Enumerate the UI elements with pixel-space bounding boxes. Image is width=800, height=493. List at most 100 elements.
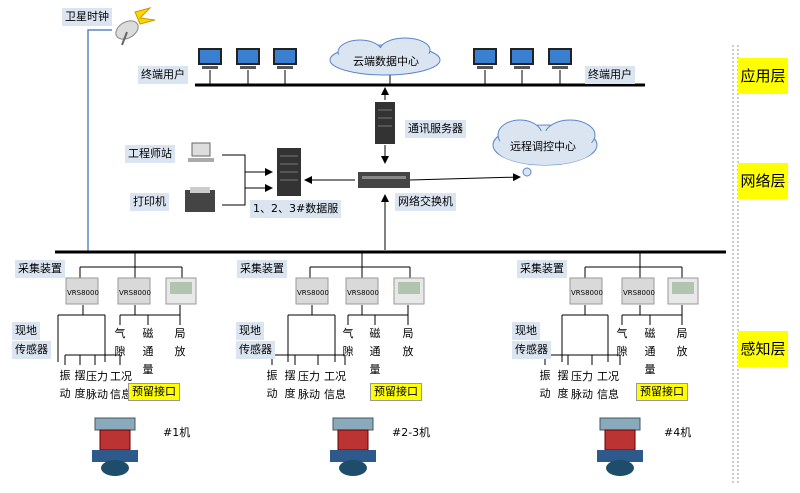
remote-center-label: 远程调控中心 <box>510 140 576 153</box>
reserved-port-label: 预留接口 <box>128 383 180 401</box>
sensor-air-gap: 气 <box>114 327 126 340</box>
application-layer-label: 应用层 <box>738 58 788 94</box>
sensor-magnetic: 磁 <box>369 327 381 340</box>
sensor-pressure: 脉动 <box>571 388 593 401</box>
pc-icon <box>236 48 260 69</box>
collector-label: 采集装置 <box>237 260 287 278</box>
sensor-swing: 摆 <box>557 369 569 382</box>
sensor-partial-discharge: 放 <box>676 345 688 358</box>
perception-layer-label: 感知层 <box>738 331 788 367</box>
sensor-magnetic: 量 <box>644 363 656 376</box>
workstation-icon <box>188 142 214 162</box>
device-b-label: VRS8000 <box>623 289 655 297</box>
cloud-icon <box>329 37 441 76</box>
collector-device-icon <box>295 277 425 305</box>
server-icon <box>375 102 395 144</box>
pc-icon <box>273 48 297 69</box>
sensor-vibration: 动 <box>266 387 278 400</box>
satellite-clock-label: 卫星时钟 <box>62 8 112 26</box>
sensor-magnetic: 量 <box>369 363 381 376</box>
sensor-swing: 度 <box>284 387 296 400</box>
sensor-vibration: 振 <box>539 369 551 382</box>
network-switch-label: 网络交换机 <box>395 193 456 211</box>
sensor-swing: 度 <box>557 387 569 400</box>
device-b-label: VRS8000 <box>119 289 151 297</box>
sensor-air-gap: 隙 <box>114 345 126 358</box>
collector-device-icon <box>569 277 699 305</box>
arrow <box>409 173 521 182</box>
sensor-air-gap: 隙 <box>342 345 354 358</box>
end-user-label-left: 终端用户 <box>138 66 188 84</box>
generator-unit-icon <box>597 417 643 476</box>
sensor-vibration: 动 <box>539 387 551 400</box>
collector-device-icon <box>65 277 197 305</box>
sensor-pressure: 脉动 <box>86 388 108 401</box>
reserved-port-label: 预留接口 <box>370 383 422 401</box>
collector-label: 采集装置 <box>517 260 567 278</box>
satellite-dish-icon <box>115 7 156 46</box>
field-sensor-label: 传感器 <box>12 341 51 359</box>
clock-link <box>87 29 112 252</box>
remote-cloud-icon <box>492 119 598 177</box>
collector-label: 采集装置 <box>15 260 65 278</box>
sensor-air-gap: 隙 <box>616 345 628 358</box>
sensor-condition: 工况 <box>597 370 619 383</box>
field-sensor-label: 现地 <box>12 322 40 340</box>
pc-icon <box>510 48 534 69</box>
sensor-magnetic: 通 <box>142 345 154 358</box>
sensor-condition: 工况 <box>110 370 132 383</box>
engineer-station-label: 工程师站 <box>125 145 175 163</box>
sensor-vibration: 振 <box>266 369 278 382</box>
unit-name-label: #1机 <box>163 426 191 439</box>
sensor-condition: 信息 <box>324 388 346 401</box>
sensor-condition: 信息 <box>110 388 132 401</box>
sensor-vibration: 动 <box>59 387 71 400</box>
data-server-icon <box>277 148 301 196</box>
device-a-label: VRS8000 <box>297 289 329 297</box>
sensor-pressure: 压力 <box>86 370 108 383</box>
unit-name-label: #4机 <box>664 426 692 439</box>
generator-unit-icon <box>330 417 376 476</box>
end-user-label-right: 终端用户 <box>585 66 635 84</box>
sensor-condition: 信息 <box>597 388 619 401</box>
sensor-partial-discharge: 局 <box>402 327 414 340</box>
sensor-air-gap: 气 <box>342 327 354 340</box>
comm-server-label: 通讯服务器 <box>405 120 466 138</box>
sensor-partial-discharge: 局 <box>174 327 186 340</box>
printer-label: 打印机 <box>130 193 169 211</box>
sensor-pressure: 压力 <box>571 370 593 383</box>
sensor-magnetic: 量 <box>142 363 154 376</box>
pc-icon <box>548 48 572 69</box>
sensor-magnetic: 磁 <box>142 327 154 340</box>
pc-icon <box>473 48 497 69</box>
generator-unit-icon <box>92 417 138 476</box>
pc-icon <box>198 48 222 69</box>
device-a-label: VRS8000 <box>67 289 99 297</box>
field-sensor-label: 现地 <box>512 322 540 340</box>
sensor-pressure: 脉动 <box>298 388 320 401</box>
sensor-swing: 摆 <box>284 369 296 382</box>
printer-icon <box>185 187 215 212</box>
field-sensor-label: 传感器 <box>236 341 275 359</box>
sensor-air-gap: 气 <box>616 327 628 340</box>
data-server-label: 1、2、3#数据服 <box>250 200 342 218</box>
sensor-condition: 工况 <box>324 370 346 383</box>
sensor-partial-discharge: 放 <box>402 345 414 358</box>
sensor-pressure: 压力 <box>298 370 320 383</box>
device-a-label: VRS8000 <box>571 289 603 297</box>
sensor-swing: 度 <box>74 387 86 400</box>
switch-icon <box>358 172 410 188</box>
field-sensor-label: 现地 <box>236 322 264 340</box>
reserved-port-label: 预留接口 <box>636 383 688 401</box>
link <box>222 154 246 206</box>
unit-name-label: #2-3机 <box>392 426 431 439</box>
field-sensor-label: 传感器 <box>512 341 551 359</box>
cloud-center-label: 云端数据中心 <box>353 55 419 68</box>
network-layer-label: 网络层 <box>738 163 788 199</box>
sensor-partial-discharge: 放 <box>174 345 186 358</box>
sensor-magnetic: 通 <box>369 345 381 358</box>
sensor-magnetic: 磁 <box>644 327 656 340</box>
sensor-swing: 摆 <box>74 369 86 382</box>
